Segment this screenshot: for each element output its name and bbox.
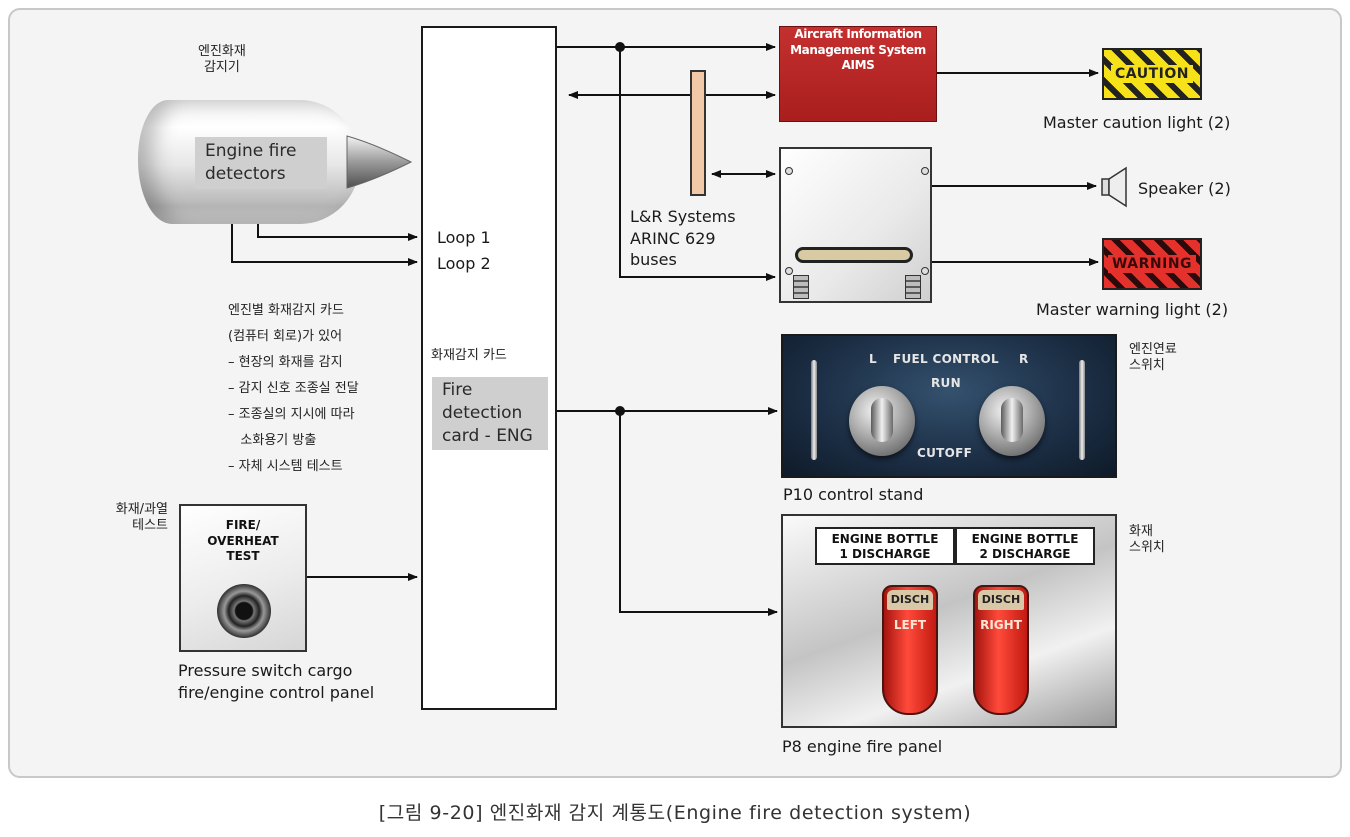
figure-caption: [그림 9-20] 엔진화재 감지 계통도(Engine fire detect… bbox=[378, 802, 972, 824]
panel-rail bbox=[1079, 360, 1085, 460]
caution-text: CAUTION bbox=[1111, 65, 1193, 83]
panel-rail bbox=[811, 360, 817, 460]
left-fuel-control-switch[interactable] bbox=[849, 386, 915, 456]
engine-bottle-2-label: ENGINE BOTTLE 2 DISCHARGE bbox=[955, 527, 1095, 565]
note-line: 소화용기 방출 bbox=[228, 433, 317, 448]
right-handle-disch: DISCH bbox=[978, 590, 1024, 610]
fire-card-korean-label: 화재감지 카드 bbox=[431, 348, 507, 363]
test-button-label: FIRE/ OVERHEAT TEST bbox=[207, 518, 279, 564]
note-line: – 감지 신호 조종실 전달 bbox=[228, 381, 359, 396]
engine-korean-label: 엔진화재 감지기 bbox=[198, 44, 246, 76]
bus-label: L&R Systems ARINC 629 buses bbox=[630, 207, 736, 270]
central-to-p8-line bbox=[619, 411, 778, 616]
junction-dot bbox=[615, 42, 625, 52]
fuel-switch-korean-label: 엔진연료 스위치 bbox=[1129, 342, 1177, 374]
arinc-bus-bar bbox=[690, 70, 706, 196]
warning-computer-unit bbox=[779, 147, 932, 303]
left-fire-handle[interactable]: DISCH LEFT bbox=[882, 585, 938, 715]
right-handle-word: RIGHT bbox=[980, 618, 1022, 632]
p10-caption: P10 control stand bbox=[783, 485, 924, 504]
computer-handle bbox=[795, 247, 913, 263]
p10-fuel-control-panel: L FUEL CONTROL R RUN CUTOFF bbox=[781, 334, 1117, 478]
loop1-label: Loop 1 bbox=[437, 228, 491, 247]
left-handle-disch: DISCH bbox=[887, 590, 933, 610]
p8-caption: P8 engine fire panel bbox=[782, 737, 943, 756]
fire-overheat-test-panel: FIRE/ OVERHEAT TEST bbox=[179, 504, 307, 652]
right-fuel-control-switch[interactable] bbox=[979, 386, 1045, 456]
speaker-icon bbox=[1101, 166, 1127, 208]
master-caution-light: CAUTION bbox=[1102, 48, 1202, 100]
fuel-control-run: RUN bbox=[931, 376, 961, 390]
master-caution-caption: Master caution light (2) bbox=[1043, 113, 1231, 132]
fuel-control-l: L bbox=[869, 352, 877, 366]
fire-detection-card-label: Fire detection card - ENG bbox=[432, 377, 548, 450]
note-line: – 현장의 화재를 감지 bbox=[228, 355, 343, 370]
engine-bottle-1-label: ENGINE BOTTLE 1 DISCHARGE bbox=[815, 527, 955, 565]
engine-fire-detectors-label: Engine fire detectors bbox=[195, 137, 327, 189]
loop1-line bbox=[257, 222, 418, 241]
junction-dot bbox=[615, 406, 625, 416]
master-warning-caption: Master warning light (2) bbox=[1036, 300, 1229, 319]
left-handle-word: LEFT bbox=[893, 618, 927, 632]
bus-to-computer-line bbox=[619, 47, 776, 281]
central-detection-unit bbox=[421, 26, 557, 710]
master-warning-light: WARNING bbox=[1102, 238, 1202, 290]
loop2-line bbox=[231, 222, 418, 266]
test-panel-caption: Pressure switch cargo fire/engine contro… bbox=[178, 661, 375, 702]
aims-box: Aircraft Information Management System A… bbox=[779, 26, 937, 122]
fire-switch-korean-label: 화재 스위치 bbox=[1129, 524, 1165, 556]
note-line: – 조종실의 지시에 따라 bbox=[228, 407, 355, 422]
fuel-control-r: R bbox=[1019, 352, 1029, 366]
warning-text: WARNING bbox=[1107, 255, 1197, 273]
fuel-control-cutoff: CUTOFF bbox=[917, 446, 973, 460]
loop2-label: Loop 2 bbox=[437, 254, 491, 273]
fire-overheat-test-button[interactable] bbox=[217, 584, 271, 638]
engine-spinner-cone bbox=[346, 135, 413, 189]
speaker-caption: Speaker (2) bbox=[1138, 179, 1231, 198]
note-line: – 자체 시스템 테스트 bbox=[228, 459, 343, 474]
fuel-control-title: FUEL CONTROL bbox=[893, 352, 999, 366]
note-line: (컴퓨터 회로)가 있어 bbox=[228, 329, 343, 344]
note-line: 엔진별 화재감지 카드 bbox=[228, 303, 344, 318]
right-fire-handle[interactable]: DISCH RIGHT bbox=[973, 585, 1029, 715]
engine-card-notes: 엔진별 화재감지 카드 (컴퓨터 회로)가 있어 – 현장의 화재를 감지 – … bbox=[228, 298, 359, 480]
test-korean-label: 화재/과열 테스트 bbox=[115, 502, 168, 534]
